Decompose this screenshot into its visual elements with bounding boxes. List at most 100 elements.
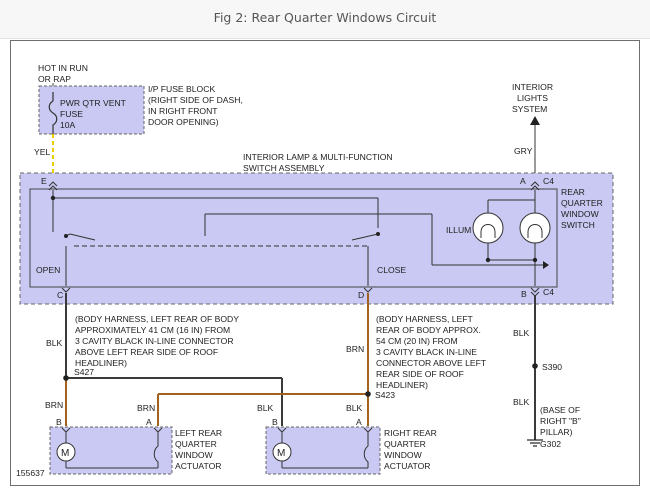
switch-name-2: QUARTER — [561, 198, 603, 208]
switch-name-3: WINDOW — [561, 209, 600, 219]
splice-s390-label: S390 — [542, 362, 562, 372]
fuse-name-2: FUSE — [60, 109, 83, 119]
fuse-block-label-2: (RIGHT SIDE OF DASH, — [148, 95, 243, 105]
interior-lights-label-3: SYSTEM — [512, 104, 547, 114]
fuse-name-1: PWR QTR VENT — [60, 98, 127, 108]
right-harness-note-1: (BODY HARNESS, LEFT — [376, 314, 474, 324]
brn-label-left-a: BRN — [137, 403, 155, 413]
splice-s423-label: S423 — [375, 390, 395, 400]
left-actuator-label-2: QUARTER — [175, 439, 217, 449]
right-harness-note-4: 3 CAVITY BLACK IN-LINE — [376, 347, 477, 357]
right-motor-label: M — [277, 448, 285, 459]
switch-assembly-box — [19, 172, 614, 305]
blk-label-ground-upper: BLK — [513, 328, 530, 338]
blk-label-ground-lower: BLK — [513, 397, 530, 407]
terminal-e: E — [41, 176, 47, 186]
illum-lamp-icon — [472, 212, 504, 244]
right-actuator-label-4: ACTUATOR — [384, 461, 430, 471]
switch-assembly-label-2: SWITCH ASSEMBLY — [243, 163, 325, 173]
left-actuator-label-4: ACTUATOR — [175, 461, 221, 471]
left-actuator-label-1: LEFT REAR — [175, 428, 222, 438]
ground-location-2: RIGHT "B" — [540, 416, 581, 426]
ground-name: G302 — [540, 439, 561, 449]
arrow-up-icon — [530, 116, 540, 125]
left-motor-label: M — [61, 448, 69, 459]
fuse-block-label-4: DOOR OPENING) — [148, 117, 219, 127]
lamp-junction-dot-2 — [532, 257, 538, 263]
splice-s427-label: S427 — [74, 367, 94, 377]
left-harness-note-1: (BODY HARNESS, LEFT REAR OF BODY — [75, 314, 239, 324]
connector-c4-bottom: C4 — [543, 287, 554, 297]
right-actuator-label-2: QUARTER — [384, 439, 426, 449]
fuse-symbol — [48, 92, 58, 134]
splice-s423 — [365, 391, 371, 397]
right-harness-note-3: 54 CM (20 IN) FROM — [376, 336, 458, 346]
connector-d-symbol — [363, 287, 373, 293]
switch-contact-open — [64, 234, 68, 238]
splice-dot-top — [50, 195, 56, 201]
left-harness-note-3: 3 CAVITY BLACK IN-LINE CONNECTOR — [75, 336, 234, 346]
brn-label-right: BRN — [346, 344, 364, 354]
yel-wire-label: YEL — [34, 147, 50, 157]
left-actuator-terminal-b: B — [56, 417, 62, 427]
right-harness-note-5: CONNECTOR ABOVE LEFT — [376, 358, 487, 368]
right-harness-note-6: REAR SIDE OF ROOF — [376, 369, 464, 379]
right-actuator-label-3: WINDOW — [384, 450, 423, 460]
terminal-a: A — [520, 176, 526, 186]
terminal-d: D — [358, 290, 364, 300]
blk-label-left: BLK — [46, 338, 63, 348]
switch-inner-box — [29, 188, 558, 288]
fuse-block-label-3: IN RIGHT FRONT — [148, 106, 218, 116]
splice-s427 — [63, 375, 69, 381]
title-bar: Fig 2: Rear Quarter Windows Circuit — [0, 0, 650, 39]
ground-icon — [527, 439, 543, 447]
left-harness-note-5: HEADLINER) — [75, 358, 127, 368]
right-actuator-terminal-a: A — [356, 417, 362, 427]
interior-lights-label-2: LIGHTS — [517, 93, 548, 103]
left-harness-note-4: ABOVE LEFT REAR SIDE OF ROOF — [75, 347, 218, 357]
right-motor-icon: M — [272, 432, 369, 469]
right-actuator-terminal-b: B — [272, 417, 278, 427]
connector-a-symbol — [530, 181, 540, 191]
right-actuator-label-1: RIGHT REAR — [384, 428, 437, 438]
illum-label: ILLUM — [446, 225, 471, 235]
left-actuator-terminal-a: A — [146, 417, 152, 427]
ground-location-1: (BASE OF — [540, 405, 580, 415]
left-actuator-label-3: WINDOW — [175, 450, 214, 460]
terminal-c: C — [57, 290, 63, 300]
fuse-block-label-1: I/P FUSE BLOCK — [148, 84, 215, 94]
close-label: CLOSE — [377, 265, 406, 275]
left-harness-note-2: APPROXIMATELY 41 CM (16 IN) FROM — [75, 325, 230, 335]
switch-internal-wiring — [52, 190, 543, 286]
switch-assembly-label-1: INTERIOR LAMP & MULTI-FUNCTION — [243, 152, 393, 162]
open-label: OPEN — [36, 265, 60, 275]
switch-contact-close — [376, 232, 380, 236]
connector-c4-top: C4 — [543, 176, 554, 186]
page-title: Fig 2: Rear Quarter Windows Circuit — [213, 10, 437, 25]
right-harness-note-2: REAR OF BODY APPROX. — [376, 325, 481, 335]
figure-number: 155637 — [16, 468, 45, 478]
power-source-label-2: OR RAP — [38, 74, 71, 84]
fuse-rating: 10A — [60, 120, 76, 130]
terminal-b: B — [521, 289, 527, 299]
brn-label-left-b: BRN — [45, 400, 63, 410]
left-motor-icon: M — [56, 432, 159, 469]
switch-name-4: SWITCH — [561, 220, 595, 230]
interior-lights-label-1: INTERIOR — [512, 82, 553, 92]
ground-location-3: PILLAR) — [540, 427, 573, 437]
gry-wire-label: GRY — [514, 146, 533, 156]
connector-e-symbol — [48, 181, 58, 191]
splice-s390 — [532, 363, 538, 369]
lamp-junction-dot — [485, 257, 491, 263]
connector-c-symbol — [61, 287, 71, 293]
blk-label-right-b: BLK — [257, 403, 274, 413]
switch-name-1: REAR — [561, 187, 585, 197]
arrow-right-icon — [543, 261, 549, 269]
right-harness-note-7: HEADLINER) — [376, 380, 428, 390]
lamp-icon — [519, 212, 551, 244]
blk-label-right-a: BLK — [346, 403, 363, 413]
diagram-frame — [10, 40, 640, 486]
power-source-label-1: HOT IN RUN — [38, 63, 88, 73]
fuse-box — [38, 85, 145, 135]
